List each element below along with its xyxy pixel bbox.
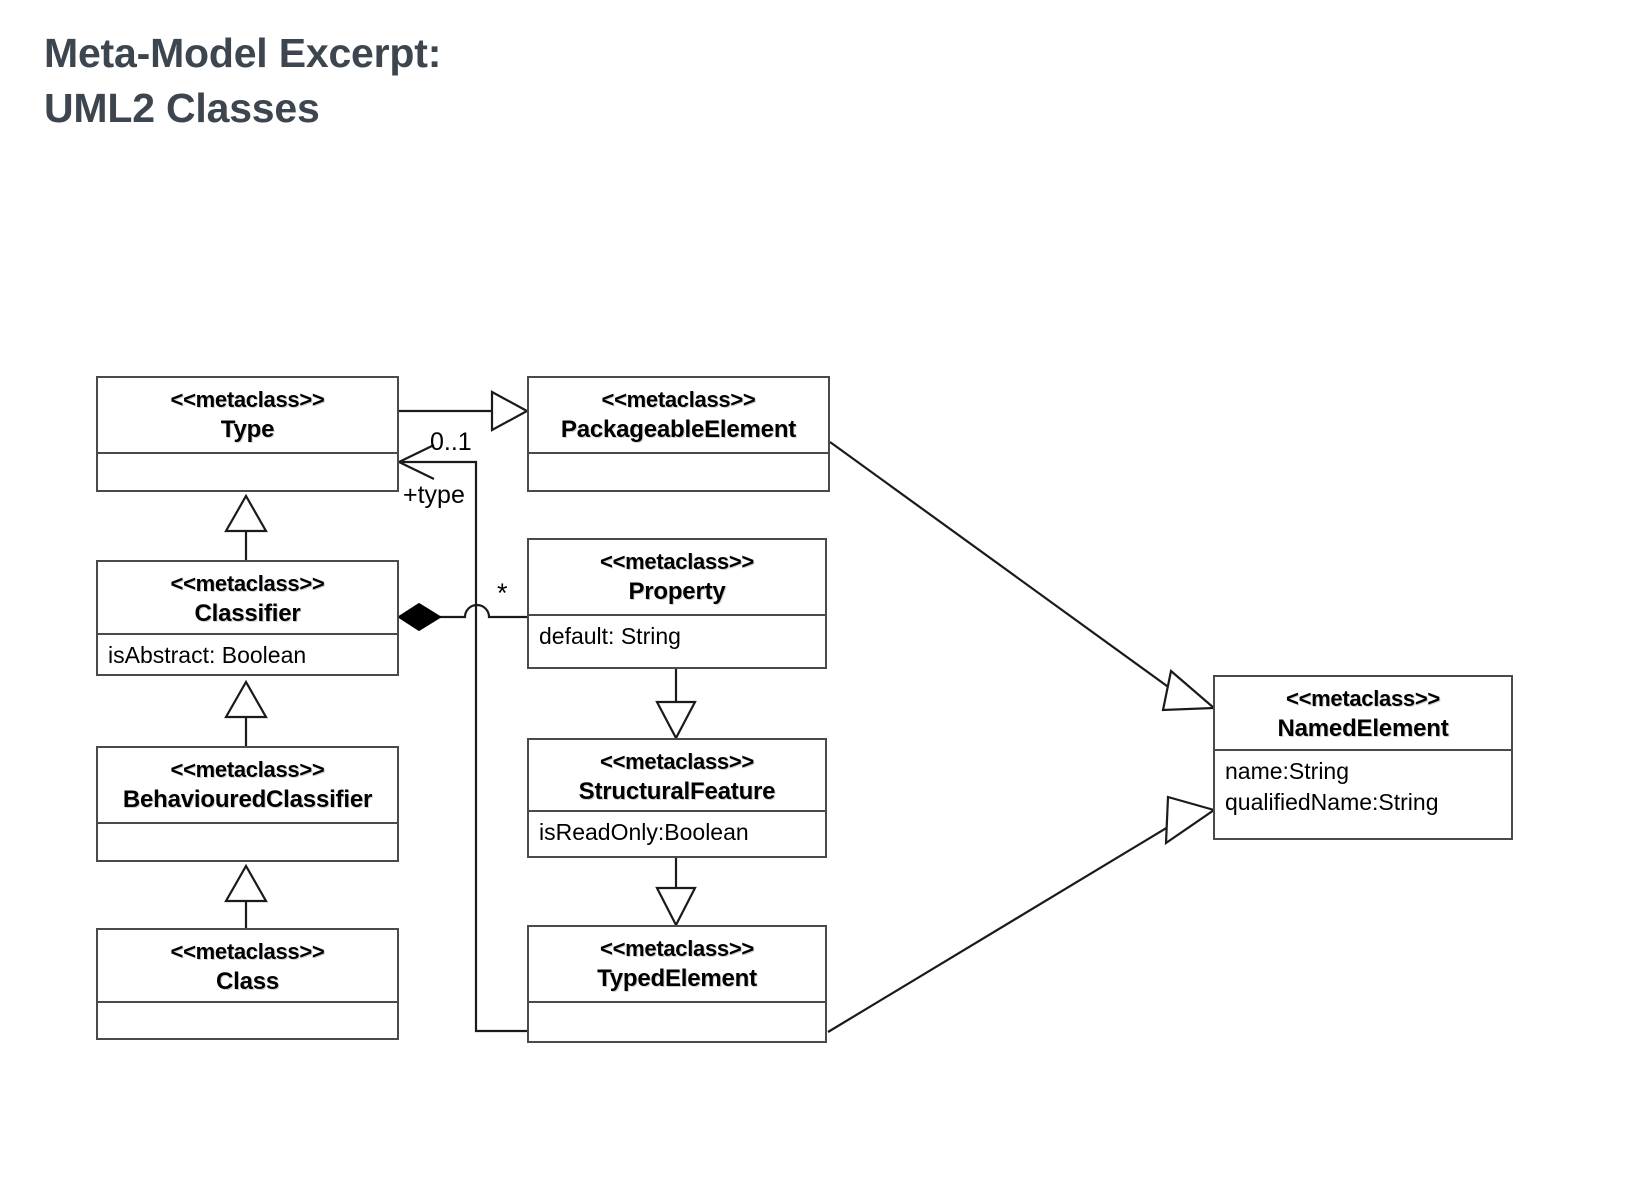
- class-attributes-property: default: String: [529, 616, 825, 658]
- class-box-property[interactable]: <<metaclass>> Property default: String: [527, 538, 827, 669]
- stereotype-label: <<metaclass>>: [170, 757, 325, 782]
- class-box-typed-element[interactable]: <<metaclass>> TypedElement: [527, 925, 827, 1043]
- class-name-label: BehaviouredClassifier: [122, 786, 373, 814]
- stereotype-label: <<metaclass>>: [170, 571, 325, 596]
- stereotype-label: <<metaclass>>: [1286, 686, 1440, 711]
- class-name-label: Classifier: [194, 600, 301, 628]
- class-box-packageable-element[interactable]: <<metaclass>> PackageableElement: [527, 376, 830, 492]
- edge-typedelement-type-association: [396, 444, 528, 1033]
- edge-type-to-packageableelement: [399, 390, 530, 432]
- class-name-label: Class: [215, 968, 280, 996]
- class-attributes-structural-feature: isReadOnly:Boolean: [529, 812, 825, 854]
- multiplicity-label-0to1: 0..1: [430, 428, 472, 456]
- class-name-label: Type: [220, 416, 275, 444]
- class-header-classifier: <<metaclass>> Classifier: [98, 562, 397, 635]
- class-name-label: NamedElement: [1277, 715, 1449, 743]
- attribute-row: isReadOnly:Boolean: [539, 819, 749, 845]
- edge-typedelement-to-namedelement: [827, 795, 1217, 1033]
- edge-packageableelement-to-namedelement: [829, 441, 1217, 712]
- class-header-structural-feature: <<metaclass>> StructuralFeature: [529, 740, 825, 812]
- class-box-behavioured-classifier[interactable]: <<metaclass>> BehaviouredClassifier: [96, 746, 399, 862]
- class-box-structural-feature[interactable]: <<metaclass>> StructuralFeature isReadOn…: [527, 738, 827, 858]
- stereotype-label: <<metaclass>>: [600, 936, 754, 961]
- class-attributes-packageable-element: [529, 454, 828, 492]
- edge-structuralfeature-to-typedelement: [655, 858, 697, 928]
- class-attributes-classifier: isAbstract: Boolean: [98, 635, 397, 677]
- class-header-packageable-element: <<metaclass>> PackageableElement: [529, 378, 828, 454]
- class-header-property: <<metaclass>> Property: [529, 540, 825, 616]
- stereotype-label: <<metaclass>>: [170, 939, 325, 964]
- attribute-row: default: String: [539, 623, 681, 649]
- class-header-behavioured-classifier: <<metaclass>> BehaviouredClassifier: [98, 748, 397, 824]
- role-label-type: +type: [403, 481, 465, 509]
- class-attributes-named-element: name:String qualifiedName:String: [1215, 751, 1511, 823]
- class-attributes-type: [98, 454, 397, 492]
- class-attributes-class: [98, 1003, 397, 1041]
- edge-class-to-behaviouredclassifier: [224, 863, 268, 928]
- class-box-named-element[interactable]: <<metaclass>> NamedElement name:String q…: [1213, 675, 1513, 840]
- class-header-typed-element: <<metaclass>> TypedElement: [529, 927, 825, 1003]
- class-box-type[interactable]: <<metaclass>> Type: [96, 376, 399, 492]
- class-attributes-typed-element: [529, 1003, 825, 1041]
- edge-property-to-structuralfeature: [655, 669, 697, 741]
- class-box-class[interactable]: <<metaclass>> Class: [96, 928, 399, 1040]
- attribute-row: name:String: [1225, 758, 1350, 784]
- attribute-row: isAbstract: Boolean: [108, 642, 307, 668]
- edge-classifier-to-type: [224, 493, 268, 560]
- page-title: Meta-Model Excerpt: UML2 Classes: [44, 30, 442, 131]
- stereotype-label: <<metaclass>>: [601, 387, 756, 412]
- stereotype-label: <<metaclass>>: [600, 549, 754, 574]
- stereotype-label: <<metaclass>>: [170, 387, 325, 412]
- class-header-type: <<metaclass>> Type: [98, 378, 397, 454]
- class-name-label: PackageableElement: [560, 416, 797, 444]
- edge-behaviouredclassifier-to-classifier: [224, 679, 268, 746]
- edge-classifier-owns-property: [397, 602, 528, 632]
- class-name-label: StructuralFeature: [578, 778, 776, 806]
- class-header-named-element: <<metaclass>> NamedElement: [1215, 677, 1511, 751]
- multiplicity-label-star: *: [497, 578, 508, 608]
- class-attributes-behavioured-classifier: [98, 824, 397, 862]
- class-header-class: <<metaclass>> Class: [98, 930, 397, 1003]
- stereotype-label: <<metaclass>>: [600, 749, 754, 774]
- class-box-classifier[interactable]: <<metaclass>> Classifier isAbstract: Boo…: [96, 560, 399, 676]
- attribute-row: qualifiedName:String: [1225, 788, 1439, 815]
- class-name-label: TypedElement: [597, 965, 757, 993]
- class-name-label: Property: [628, 578, 726, 606]
